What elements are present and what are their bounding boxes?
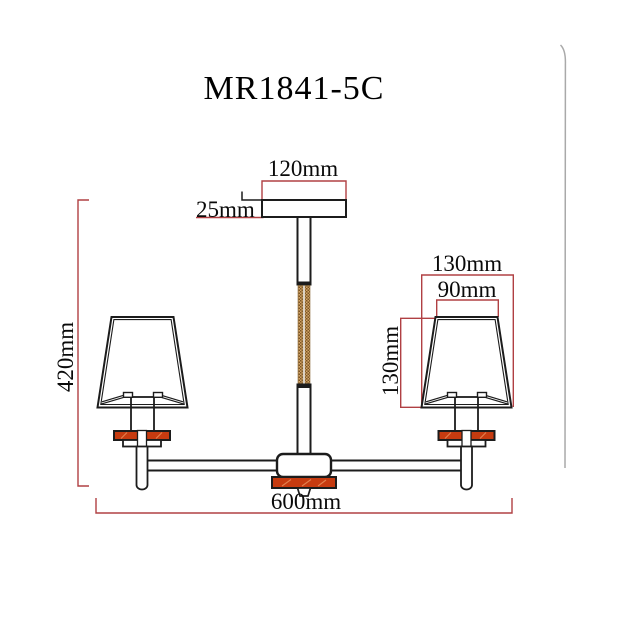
left-ring-channel: [136, 429, 148, 448]
page-edge-line: [559, 44, 567, 469]
left-candle-body: [130, 396, 155, 433]
dim-label-shade-height: 130mm: [378, 325, 403, 397]
right-lamp-shade: [420, 316, 513, 409]
left-lamp-shade: [96, 316, 189, 409]
center-wood-disc: [271, 476, 337, 489]
rope-top-cap: [296, 281, 312, 286]
right-arm-assembly: [437, 396, 496, 491]
left-arm-assembly: [113, 396, 171, 491]
dim-overall-width-line: [95, 498, 513, 514]
dim-shade-bottom-width-line: [421, 274, 514, 407]
dim-label-overall-width: 600mm: [270, 489, 342, 514]
dim-label-canopy-width: 120mm: [267, 156, 339, 181]
center-hub: [271, 452, 337, 497]
right-ring-channel: [461, 429, 472, 448]
dim-label-canopy-height: 25mm: [196, 197, 255, 222]
dim-label-overall-height: 420mm: [53, 321, 78, 393]
dim-shade-top-width-line: [436, 299, 499, 317]
center-rod: [296, 216, 312, 456]
model-number-title: MR1841-5C: [203, 70, 385, 107]
dim-label-shade-top-width: 90mm: [437, 277, 497, 302]
center-bottom-tab: [296, 487, 312, 497]
dim-shade-height-line: [400, 317, 435, 408]
rope-section: [297, 285, 311, 384]
ceiling-canopy: [261, 199, 347, 218]
canopy-height-tick: [241, 191, 262, 201]
left-stem: [135, 445, 149, 491]
right-stem: [460, 445, 473, 491]
right-candle-body: [454, 396, 479, 433]
rope-bottom-cap: [296, 383, 312, 388]
dim-label-shade-bottom-width: 130mm: [431, 251, 503, 276]
dim-overall-height-line: [77, 199, 89, 487]
